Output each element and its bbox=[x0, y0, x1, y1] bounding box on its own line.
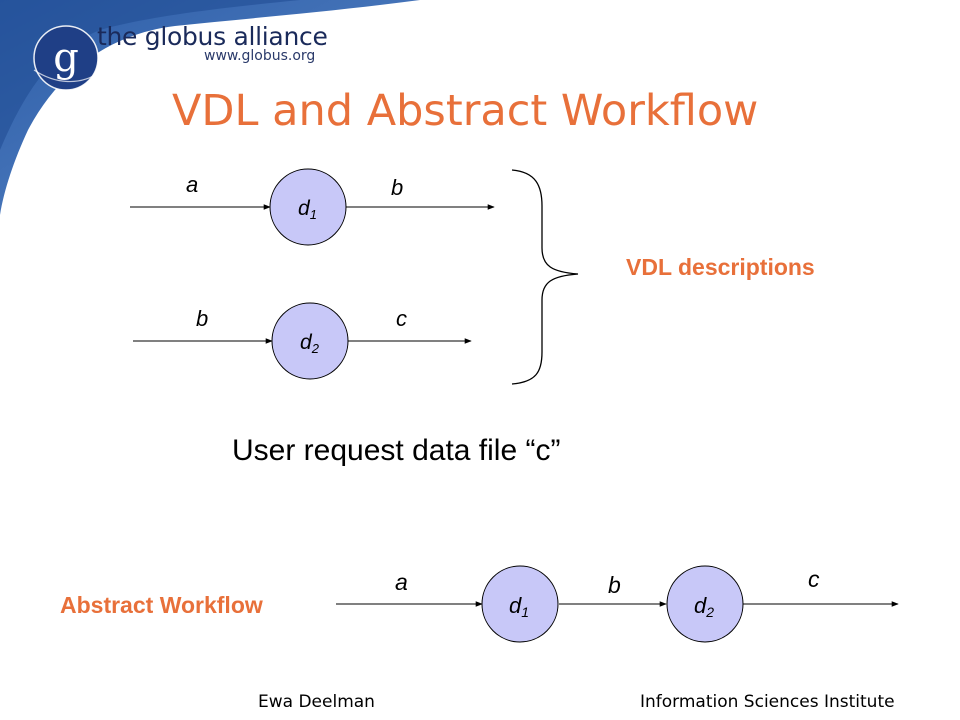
abstract-workflow-label: Abstract Workflow bbox=[60, 592, 263, 618]
page-title: VDL and Abstract Workflow bbox=[172, 86, 759, 136]
brand-url: www.globus.org bbox=[204, 48, 316, 64]
edge-label-a: a bbox=[186, 172, 198, 197]
edge-label-b: b bbox=[391, 175, 403, 200]
node-d1 bbox=[269, 168, 347, 246]
globus-logo-icon: g bbox=[33, 25, 101, 91]
wf-edge-label-b: b bbox=[608, 572, 621, 598]
footer-institute: Information Sciences Institute bbox=[640, 692, 895, 712]
vdl-descriptions-label: VDL descriptions bbox=[626, 254, 815, 280]
edge-label-c: c bbox=[396, 306, 407, 331]
brand-name: the globus alliance bbox=[97, 22, 328, 51]
wf-node-d2-label: d2 bbox=[694, 593, 714, 620]
wf-node-d2 bbox=[666, 565, 744, 643]
user-request-text: User request data file “c” bbox=[232, 434, 561, 467]
wf-edge-label-a: a bbox=[395, 569, 408, 595]
node-d2 bbox=[271, 302, 349, 380]
edge-label-b2: b bbox=[196, 306, 208, 331]
node-d2-label: d2 bbox=[300, 331, 320, 356]
vdl-brace bbox=[511, 169, 579, 385]
footer-author: Ewa Deelman bbox=[258, 692, 375, 712]
node-d1-label: d1 bbox=[298, 197, 317, 222]
wf-node-d1 bbox=[481, 565, 559, 643]
wf-node-d1-label: d1 bbox=[509, 593, 529, 620]
logo-letter: g bbox=[53, 35, 79, 81]
wf-edge-label-c: c bbox=[808, 566, 820, 592]
